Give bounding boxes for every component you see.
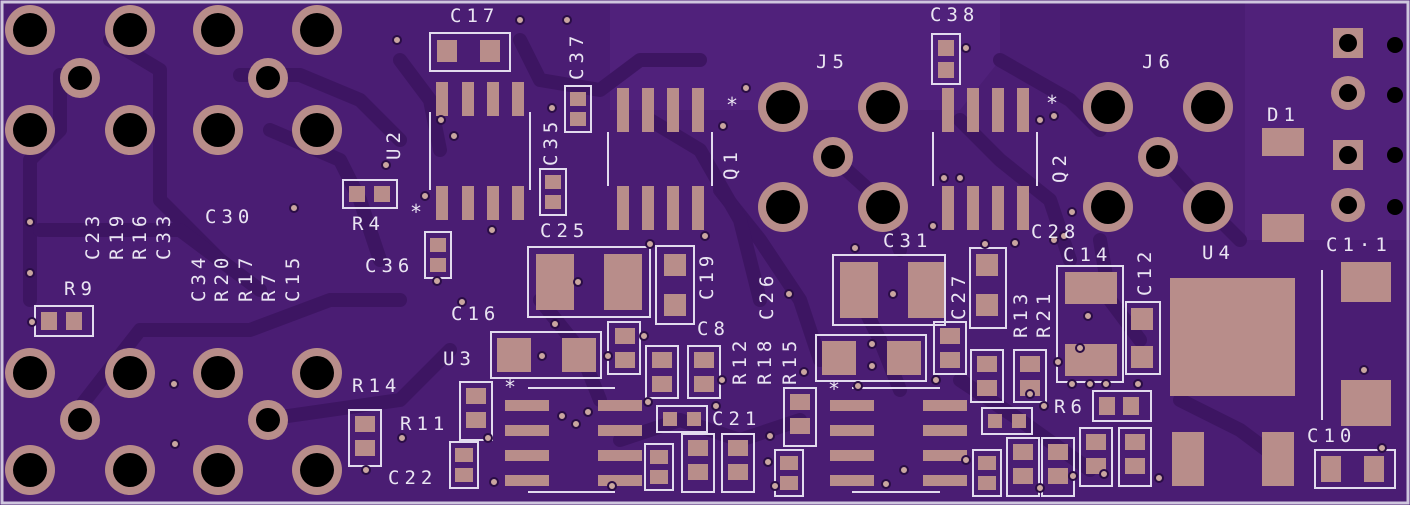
svg-text:*: * (504, 375, 516, 399)
label-d1: D1 (1267, 104, 1300, 126)
label-r4: R4 (352, 213, 385, 235)
label-r7: R7 (258, 269, 280, 302)
label-r12: R12 (729, 335, 751, 385)
label-r20: R20 (211, 252, 233, 302)
label-c21: C21 (712, 408, 762, 430)
label-r16: R16 (129, 210, 151, 260)
copper-region (610, 0, 1000, 110)
label-c33: C33 (153, 210, 175, 260)
label-c35: C35 (540, 116, 562, 166)
label-c15: C15 (282, 252, 304, 302)
label-r19: R19 (106, 210, 128, 260)
label-j6: J6 (1142, 51, 1175, 73)
through-holes (5, 5, 1403, 495)
label-r14: R14 (352, 375, 402, 397)
vias (25, 15, 1387, 493)
label-c30: C30 (205, 206, 255, 228)
label-u4: U4 (1202, 242, 1235, 264)
label-c23: C23 (82, 210, 104, 260)
label-c34: C34 (188, 252, 210, 302)
label-r21: R21 (1033, 288, 1055, 338)
label-q2: Q2 (1049, 150, 1071, 183)
label-c14: C14 (1063, 244, 1113, 266)
label-c37: C37 (566, 30, 588, 80)
svg-text:*: * (1046, 91, 1058, 115)
label-c10: C10 (1307, 425, 1357, 447)
label-r13: R13 (1010, 288, 1032, 338)
label-r9: R9 (64, 278, 97, 300)
label-c8: C8 (697, 318, 730, 340)
label-c17: C17 (450, 5, 500, 27)
label-r6: R6 (1054, 396, 1087, 418)
label-q1: Q1 (720, 147, 742, 180)
smd-pads (41, 40, 1391, 490)
label-c27: C27 (948, 270, 970, 320)
label-c26: C26 (756, 270, 778, 320)
label-c22: C22 (388, 467, 438, 489)
label-c28: C28 (1031, 221, 1081, 243)
pin1-markers: * * * * * (410, 91, 1058, 401)
label-r11: R11 (400, 413, 450, 435)
label-c12: C12 (1134, 246, 1156, 296)
label-c19: C19 (696, 250, 718, 300)
label-c16: C16 (451, 303, 501, 325)
label-u2: U2 (383, 127, 405, 160)
label-r18: R18 (754, 335, 776, 385)
label-j5: J5 (816, 51, 849, 73)
label-c38: C38 (930, 4, 980, 26)
svg-text:*: * (726, 93, 738, 117)
svg-text:*: * (410, 200, 422, 224)
label-c11: C1·1 (1326, 234, 1392, 256)
label-c36: C36 (365, 255, 415, 277)
label-u3: U3 (443, 348, 476, 370)
label-r15: R15 (779, 335, 801, 385)
svg-text:*: * (828, 377, 840, 401)
label-c25: C25 (540, 220, 590, 242)
copper-region (1245, 0, 1410, 240)
label-c31: C31 (883, 230, 933, 252)
label-r17: R17 (235, 252, 257, 302)
